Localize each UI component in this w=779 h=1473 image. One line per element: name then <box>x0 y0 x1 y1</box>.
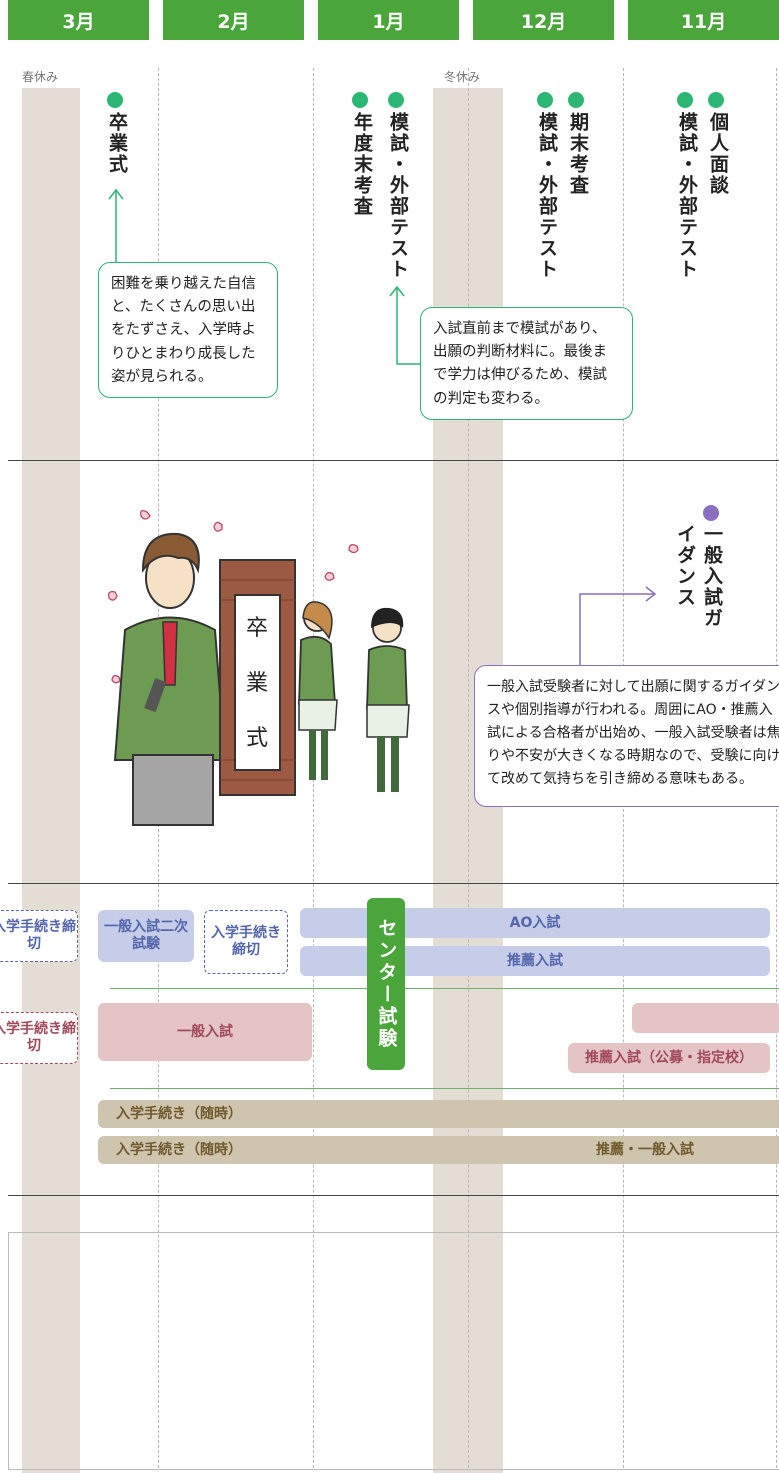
event-dot <box>568 92 584 108</box>
guidance-callout: 一般入試受験者に対して出願に関するガイダンスや個別指導が行われる。周囲にAO・推… <box>474 665 779 807</box>
event-general-guidance: 一般入試ガイダンス <box>674 524 723 629</box>
event-year-end-exam: 年度末考査 <box>351 112 373 217</box>
graduation-illustration: 卒 業 式 <box>107 510 410 826</box>
general-private-exam: 一般入試 <box>98 1003 312 1061</box>
event-graduation: 卒業式 <box>106 112 128 175</box>
general-second-exam: 一般入試二次試験 <box>98 910 194 962</box>
sign-char-3: 式 <box>246 726 268 751</box>
sign-char-1: 卒 <box>246 616 268 641</box>
mock-test-callout: 入試直前まで模試があり、出願の判断材料に。最後まで学力は伸びるため、模試の判定も… <box>420 307 633 420</box>
procedure-bar-1: 入学手続き（随時） <box>98 1100 779 1128</box>
event-dot-purple <box>703 505 719 521</box>
event-dot <box>537 92 553 108</box>
private-deadline-box: 入学手続き締切 <box>0 1012 78 1064</box>
sign-char-2: 業 <box>246 671 268 696</box>
procedure-label-2: 入学手続き（随時） <box>116 1141 242 1158</box>
month-header-jan: 1月 <box>318 0 459 40</box>
month-header-feb: 2月 <box>163 0 304 40</box>
event-dot <box>107 92 123 108</box>
procedure-label-1: 入学手続き（随時） <box>116 1105 242 1122</box>
spring-break-bar <box>22 88 80 1473</box>
guidance-connector <box>579 586 657 665</box>
event-mock-test-jan: 模試・外部テスト <box>387 112 409 280</box>
suisen-general-label: 推薦・一般入試 <box>596 1141 694 1158</box>
bottom-empty-panel <box>8 1232 779 1470</box>
event-dot <box>708 92 724 108</box>
graduation-callout: 困難を乗り越えた自信と、たくさんの思い出をたずさえ、入学時よりひとまわり成長した… <box>98 262 278 398</box>
suisen-public-bar-top <box>632 1003 779 1033</box>
event-dot <box>352 92 368 108</box>
event-dot <box>388 92 404 108</box>
center-test-label: センター試験 <box>375 918 398 1050</box>
center-test-bar: センター試験 <box>367 898 405 1070</box>
event-mock-test-nov: 模試・外部テスト <box>676 112 698 280</box>
event-mock-test-dec: 模試・外部テスト <box>536 112 558 280</box>
callout-connector <box>108 188 430 365</box>
section-divider <box>8 1195 779 1196</box>
row-divider <box>110 988 779 989</box>
national-procedure-deadline-box: 入学手続き締切 <box>204 910 288 974</box>
event-final-exam: 期末考査 <box>567 112 589 196</box>
suisen-public-exam: 推薦入試（公募・指定校） <box>568 1043 770 1073</box>
event-interview: 個人面談 <box>707 112 729 196</box>
winter-break-label: 冬休み <box>444 70 481 84</box>
section-divider <box>8 883 779 884</box>
column-divider <box>468 68 469 1468</box>
month-header-mar: 3月 <box>8 0 149 40</box>
national-deadline-box: 入学手続き締切 <box>0 910 78 962</box>
spring-break-label: 春休み <box>22 70 59 84</box>
month-header-nov: 11月 <box>628 0 779 40</box>
row-divider <box>110 1088 779 1089</box>
section-divider <box>8 460 779 461</box>
event-dot <box>677 92 693 108</box>
procedure-bar-2: 入学手続き（随時） 推薦・一般入試 <box>98 1136 779 1164</box>
month-header-dec: 12月 <box>473 0 614 40</box>
